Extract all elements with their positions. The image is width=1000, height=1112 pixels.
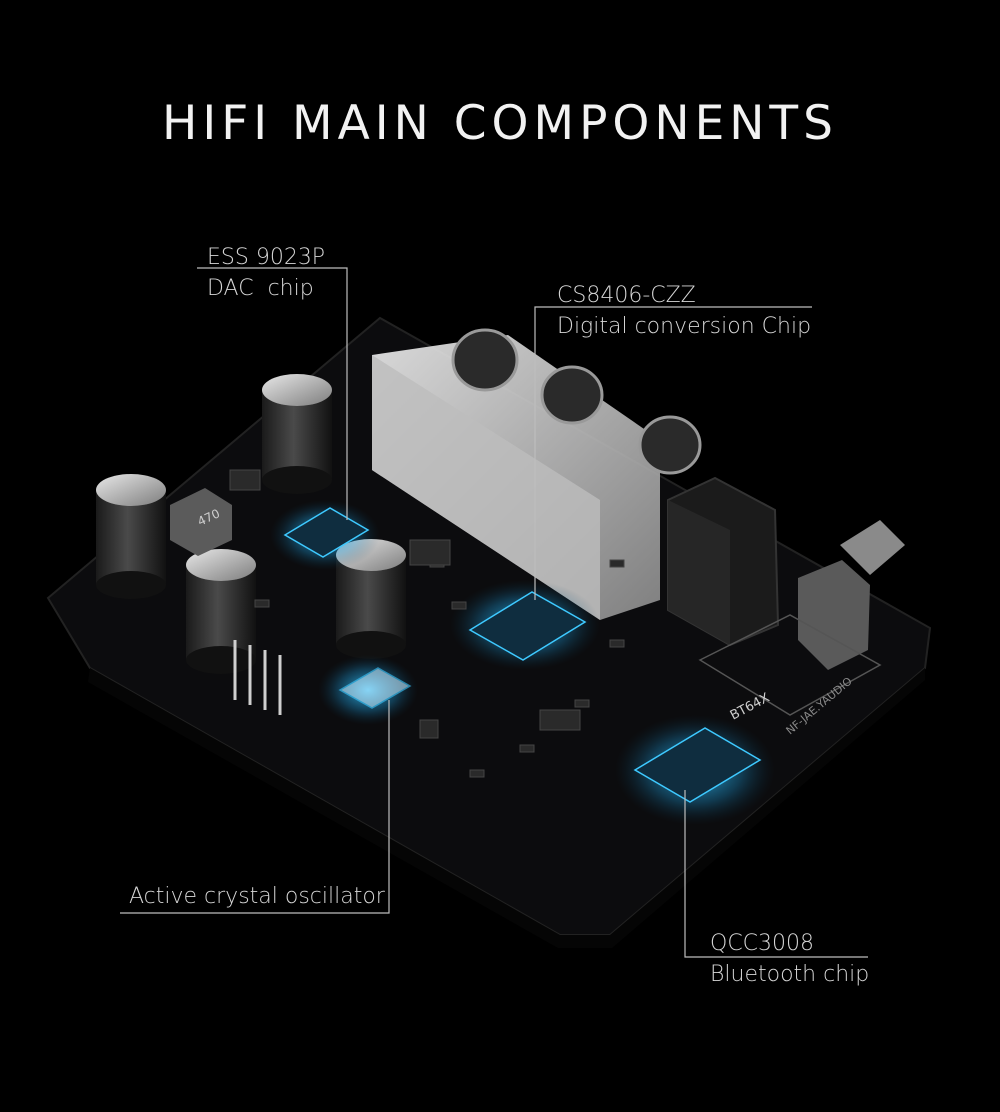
conversion-callout: CS8406-CZZ Digital conversion Chip (557, 280, 811, 342)
oscillator-desc: Active crystal oscillator (129, 884, 385, 909)
page-title: HIFI MAIN COMPONENTS (162, 96, 838, 151)
conversion-chip-desc: Digital conversion Chip (557, 314, 812, 339)
conversion-chip-model: CS8406-CZZ (557, 283, 696, 308)
header-pins (233, 640, 282, 715)
rca-jack-block (372, 328, 702, 620)
antenna-connector (798, 520, 905, 670)
conversion-chip-highlight (450, 580, 600, 670)
bluetooth-chip-desc: Bluetooth chip (710, 962, 870, 987)
conversion-leader-line (534, 306, 812, 600)
dac-chip-model: ESS 9023P (207, 245, 326, 270)
bluetooth-callout: QCC3008 Bluetooth chip (710, 928, 869, 990)
bluetooth-leader-line (684, 790, 868, 958)
dac-callout: ESS 9023P DAC chip (207, 242, 325, 304)
oscillator-leader-line (120, 700, 390, 914)
dac-leader-line (197, 267, 348, 520)
crystal-oscillator-highlight (318, 655, 418, 725)
inductor: 470 (170, 488, 232, 556)
bluetooth-chip-model: QCC3008 (710, 931, 815, 956)
dac-chip-desc: DAC chip (207, 276, 314, 301)
callout-lines (120, 267, 868, 958)
optical-connector (667, 476, 780, 647)
capacitor (262, 374, 332, 494)
bluetooth-chip-highlight (615, 715, 775, 825)
oscillator-callout: Active crystal oscillator (129, 881, 385, 912)
dac-chip-highlight (270, 500, 380, 570)
smd-components (229, 469, 625, 778)
capacitor (96, 474, 166, 599)
capacitor (186, 549, 256, 674)
